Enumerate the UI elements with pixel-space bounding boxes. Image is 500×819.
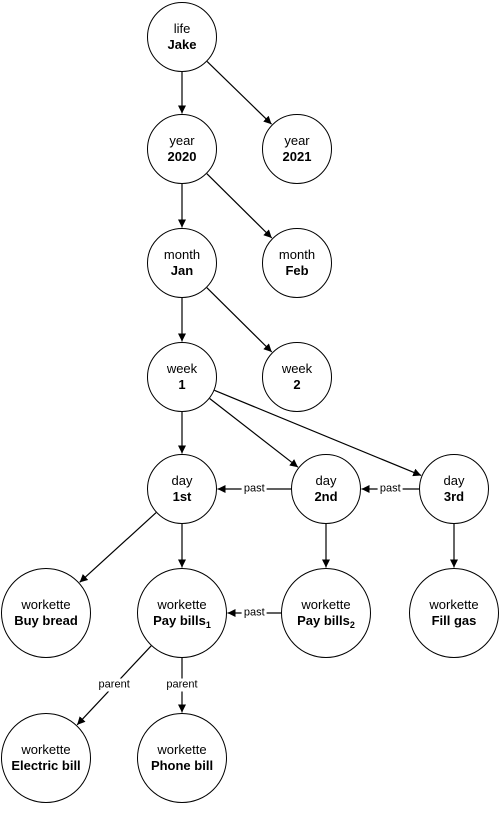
node-week-2: week 2 xyxy=(262,342,332,412)
node-value: 2020 xyxy=(167,149,197,164)
edge-week_1-to-day_2nd xyxy=(209,398,299,468)
node-kind: day xyxy=(315,473,337,488)
node-workette-electric-bill: workette Electric bill xyxy=(1,713,91,803)
node-value-text: Pay bills xyxy=(297,613,350,628)
node-workette-phone-bill: workette Phone bill xyxy=(137,713,227,803)
node-kind: workette xyxy=(21,742,71,757)
node-value: 2nd xyxy=(314,489,338,504)
node-value: Feb xyxy=(285,263,309,278)
edge-year_2020-to-month_feb xyxy=(206,173,273,239)
node-kind: month xyxy=(278,247,316,262)
node-value: Jan xyxy=(170,263,194,278)
node-day-3rd: day 3rd xyxy=(419,454,489,524)
node-value: 3rd xyxy=(443,489,465,504)
node-life-jake: life Jake xyxy=(147,2,217,72)
node-value: Pay bills2 xyxy=(297,613,355,630)
node-kind: workette xyxy=(429,597,479,612)
node-kind: year xyxy=(284,133,310,148)
node-year-2020: year 2020 xyxy=(147,114,217,184)
node-value: Fill gas xyxy=(431,613,477,628)
edge-label-past: past xyxy=(241,482,267,496)
node-month-jan: month Jan xyxy=(147,228,217,298)
node-workette-buy-bread: workette Buy bread xyxy=(1,568,91,658)
node-value: Electric bill xyxy=(11,758,81,773)
node-value: Pay bills1 xyxy=(153,613,211,630)
edge-label-parent: parent xyxy=(96,678,132,692)
node-value: 2021 xyxy=(282,149,312,164)
node-day-1st: day 1st xyxy=(147,454,217,524)
node-year-2021: year 2021 xyxy=(262,114,332,184)
node-day-2nd: day 2nd xyxy=(291,454,361,524)
node-kind: workette xyxy=(301,597,351,612)
node-kind: day xyxy=(171,473,193,488)
node-value: 1 xyxy=(178,377,186,392)
node-kind: day xyxy=(443,473,465,488)
node-value-text: Pay bills xyxy=(153,613,206,628)
node-value-subscript: 2 xyxy=(349,620,355,630)
edge-life_jake-to-year_2021 xyxy=(206,60,272,125)
node-kind: workette xyxy=(157,742,207,757)
node-kind: week xyxy=(166,361,198,376)
edge-label-past: past xyxy=(377,482,403,496)
edge-month_jan-to-week_2 xyxy=(206,287,273,353)
node-kind: month xyxy=(163,247,201,262)
node-value-subscript: 1 xyxy=(205,620,211,630)
edge-label-parent: parent xyxy=(164,678,200,692)
node-kind: year xyxy=(169,133,195,148)
node-value: Buy bread xyxy=(14,613,78,628)
node-kind: life xyxy=(173,21,191,36)
node-value: Phone bill xyxy=(150,758,214,773)
node-workette-fill-gas: workette Fill gas xyxy=(409,568,499,658)
node-month-feb: month Feb xyxy=(262,228,332,298)
node-workette-pay-bills-1: workette Pay bills1 xyxy=(137,568,227,658)
node-kind: workette xyxy=(21,597,71,612)
edge-day_1st-to-buy_bread xyxy=(79,512,157,583)
node-workette-pay-bills-2: workette Pay bills2 xyxy=(281,568,371,658)
node-week-1: week 1 xyxy=(147,342,217,412)
node-kind: workette xyxy=(157,597,207,612)
node-kind: week xyxy=(281,361,313,376)
node-value: Jake xyxy=(167,37,197,52)
node-value: 1st xyxy=(172,489,192,504)
edge-label-past: past xyxy=(241,606,267,620)
edge-week_1-to-day_3rd xyxy=(214,389,422,477)
node-value: 2 xyxy=(293,377,301,392)
